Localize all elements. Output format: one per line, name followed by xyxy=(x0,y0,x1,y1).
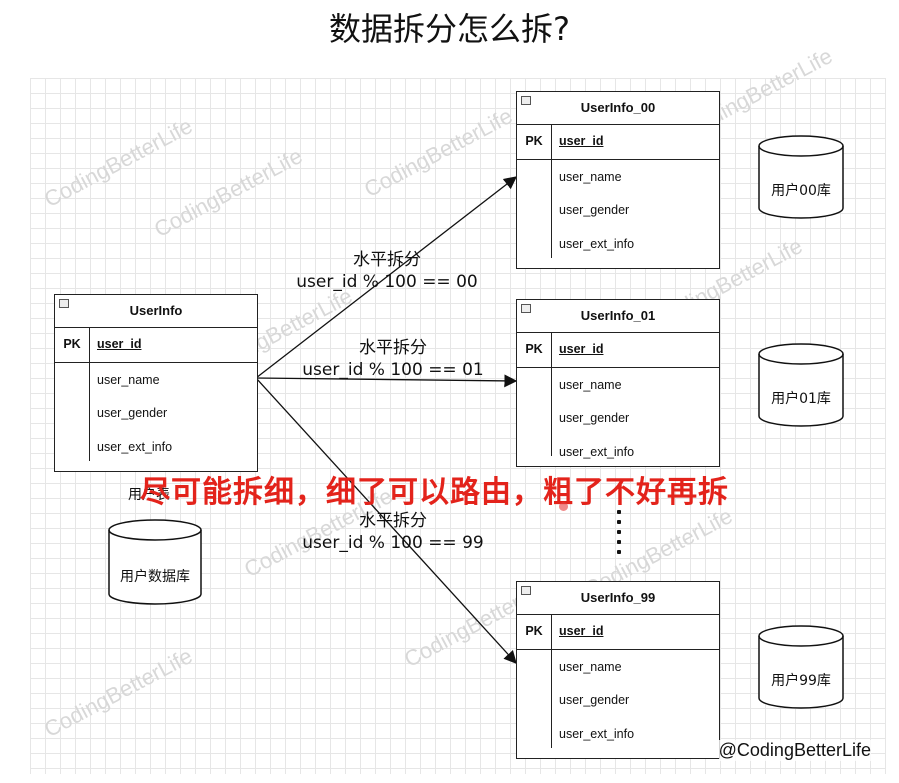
table-name: UserInfo_00 xyxy=(580,100,656,115)
field: user_ext_info xyxy=(97,440,173,454)
pointer-cursor xyxy=(559,502,568,511)
edge-title: 水平拆分 xyxy=(359,338,427,358)
table-name: UserInfo xyxy=(129,303,183,318)
table-userinfo-00: UserInfo_00 PK user_id user_name user_gen… xyxy=(516,91,720,269)
database-label: 用户数据库 xyxy=(120,569,190,585)
table-userinfo-01: UserInfo_01 PK user_id user_name user_gen… xyxy=(516,299,720,467)
table-userinfo: UserInfo PK user_id user_name user_gender… xyxy=(54,294,258,472)
field: user_gender xyxy=(559,693,630,707)
pk-label: PK xyxy=(63,337,81,351)
pk-label: PK xyxy=(525,342,543,356)
database-label: 用户01库 xyxy=(771,391,831,407)
pk-label: PK xyxy=(525,624,543,638)
annotation-text: 尽可能拆细，细了可以路由，粗了不好再拆 xyxy=(140,475,729,510)
edge-rule: user_id % 100 == 00 xyxy=(296,272,478,292)
table-name: UserInfo_99 xyxy=(580,590,656,605)
more-shards-ellipsis xyxy=(617,510,621,560)
collapse-icon[interactable] xyxy=(59,299,69,308)
edge-rule: user_id % 100 == 99 xyxy=(302,533,484,553)
pk-column: user_id xyxy=(559,134,604,148)
edge-to-shard-01 xyxy=(255,374,518,388)
edge-title: 水平拆分 xyxy=(359,511,427,531)
collapse-icon[interactable] xyxy=(521,96,531,105)
collapse-icon[interactable] xyxy=(521,304,531,313)
field: user_gender xyxy=(559,411,630,425)
pk-label: PK xyxy=(525,134,543,148)
database-99: 用户99库 xyxy=(757,624,845,710)
pk-column: user_id xyxy=(559,342,604,356)
table-name: UserInfo_01 xyxy=(580,308,656,323)
field: user_name xyxy=(97,373,160,387)
field: user_gender xyxy=(559,203,630,217)
collapse-icon[interactable] xyxy=(521,586,531,595)
edge-to-shard-00 xyxy=(255,176,518,379)
edge-to-shard-99 xyxy=(255,377,517,664)
field: user_name xyxy=(559,378,622,392)
table-userinfo-99: UserInfo_99 PK user_id user_name user_gen… xyxy=(516,581,720,759)
pk-column: user_id xyxy=(97,337,142,351)
edge-label-00: 水平拆分 user_id % 100 == 00 xyxy=(272,249,502,293)
database-label: 用户00库 xyxy=(771,183,831,199)
edge-label-99: 水平拆分 user_id % 100 == 99 xyxy=(278,510,508,554)
field: user_name xyxy=(559,170,622,184)
credit-watermark: @CodingBetterLife xyxy=(718,740,871,761)
edge-title: 水平拆分 xyxy=(353,250,421,270)
source-table-caption: 用户表 xyxy=(128,487,170,503)
database-01: 用户01库 xyxy=(757,342,845,428)
field: user_ext_info xyxy=(559,727,635,741)
pk-column: user_id xyxy=(559,624,604,638)
database-00: 用户00库 xyxy=(757,134,845,220)
edge-label-01: 水平拆分 user_id % 100 == 01 xyxy=(278,337,508,381)
edge-rule: user_id % 100 == 01 xyxy=(302,360,484,380)
field: user_ext_info xyxy=(559,237,635,251)
database-label: 用户99库 xyxy=(771,673,831,689)
page-title: 数据拆分怎么拆? xyxy=(329,10,570,48)
field: user_ext_info xyxy=(559,445,635,459)
field: user_gender xyxy=(97,406,168,420)
field: user_name xyxy=(559,660,622,674)
source-database: 用户数据库 xyxy=(107,518,203,606)
